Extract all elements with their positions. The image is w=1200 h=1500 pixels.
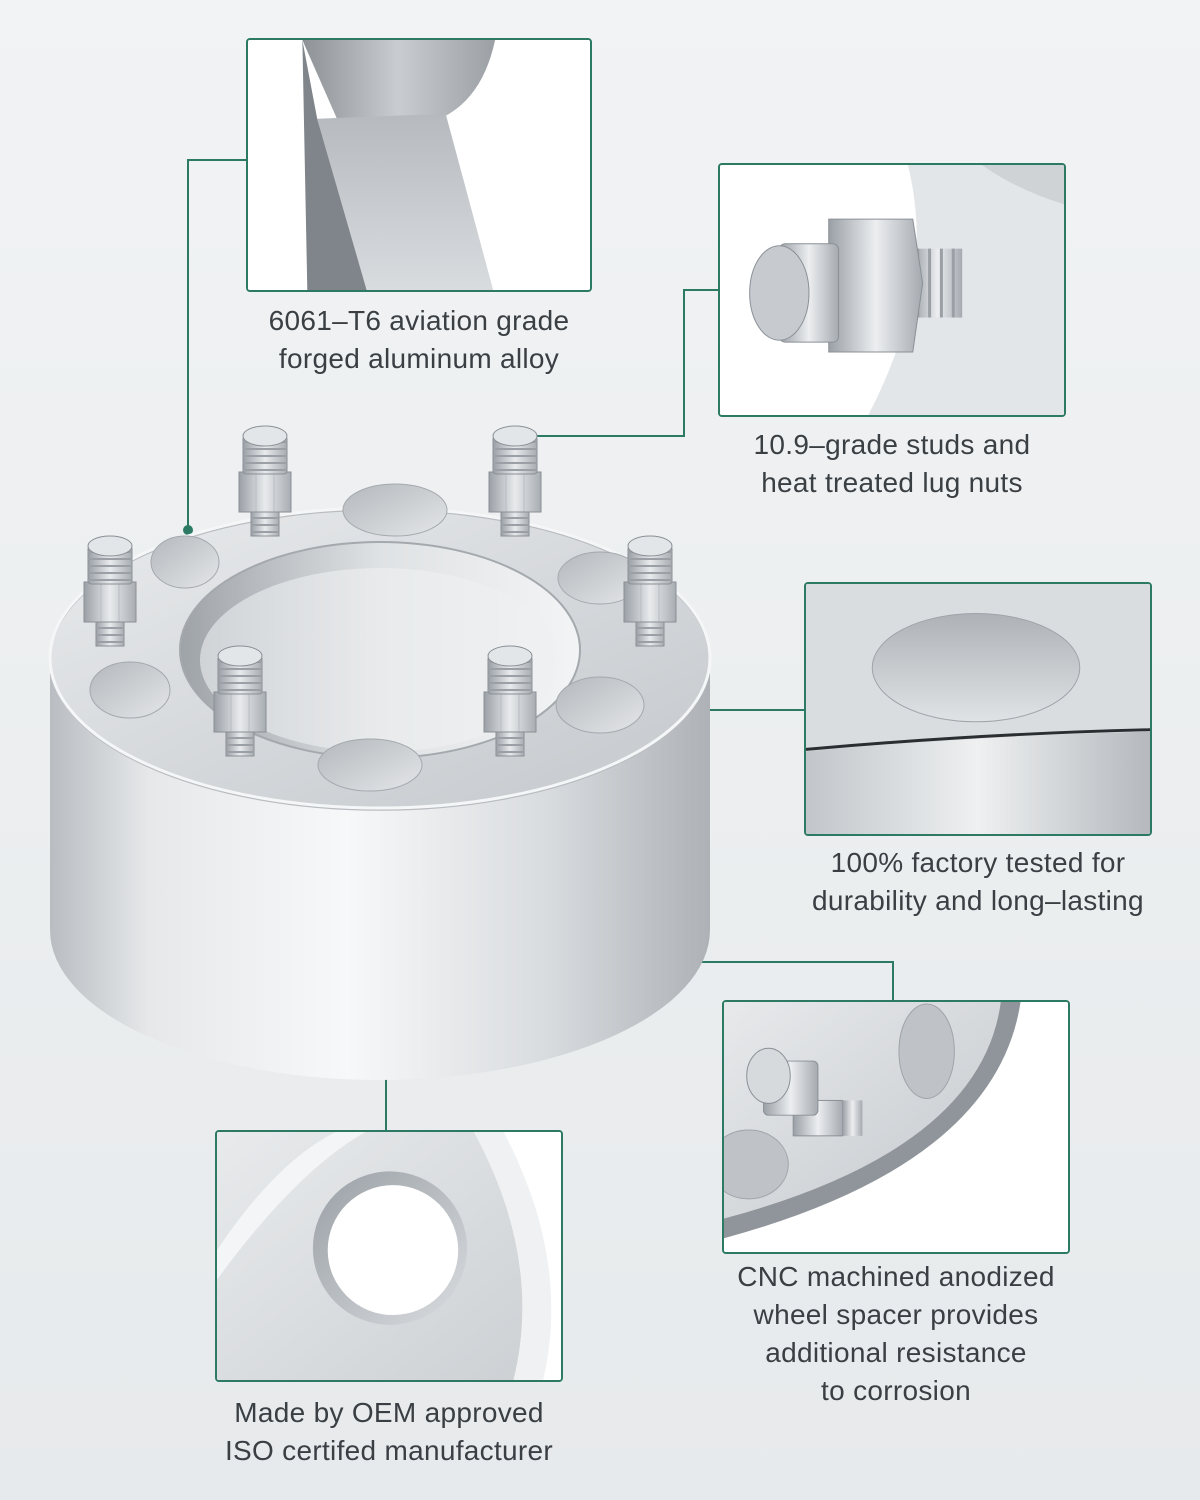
aluminum-edge-closeup-icon (248, 40, 590, 290)
caption-oem: Made by OEM approved ISO certifed manufa… (224, 1397, 554, 1466)
caption-studs: 10.9–grade studs and heat treated lug nu… (753, 429, 1031, 498)
wheel-spacer-body (48, 483, 712, 1080)
caption-tested: 100% factory tested for durability and l… (812, 847, 1144, 916)
closeup-material (246, 38, 592, 292)
lug-nut-closeup-icon (720, 165, 1064, 415)
closeup-oem (215, 1130, 563, 1382)
caption-cnc: CNC machined anodized wheel spacer provi… (737, 1261, 1055, 1406)
caption-material: 6061–T6 aviation grade forged aluminum a… (268, 305, 570, 374)
closeup-cnc (722, 1000, 1070, 1254)
bolt-hole-closeup-icon (806, 584, 1150, 834)
anodized-edge-closeup-icon (724, 1002, 1068, 1252)
closeup-tested (804, 582, 1152, 836)
closeup-studs (718, 163, 1066, 417)
center-hole-closeup-icon (217, 1132, 561, 1380)
